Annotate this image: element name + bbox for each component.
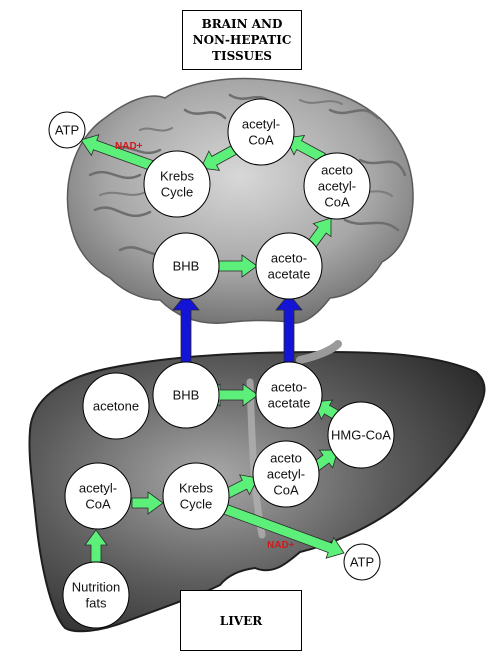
node-label-line: BHB [173,259,200,274]
node-circle [152,361,220,429]
node-label-line: acetyl- [242,117,280,132]
node-atp-brain: ATP [48,111,86,149]
node-acetyl-coa-liver: acetyl-CoA [64,462,132,530]
node-circle [152,232,220,300]
node-label-line: aceto [321,163,353,178]
node-acetone: acetone [82,372,150,440]
node-label-line: acetyl- [318,179,356,194]
node-label-line: HMG-CoA [331,428,391,443]
blue-arrow-acetoacetate [275,293,303,363]
node-label-line: acetyl- [267,467,305,482]
node-circle [252,440,320,508]
node-bhb-liver: BHB [152,361,220,429]
node-label-line: Nutrition [72,580,120,595]
node-circle [255,232,323,300]
node-label-line: Cycle [180,497,213,512]
arrow-acetoacetate-to-acetoacetylcoa-brain [307,217,332,248]
node-label-line: aceto [270,451,302,466]
node-acetoacetate-brain: aceto-acetate [255,232,323,300]
node-circle [143,150,211,218]
node-label-line: BHB [173,388,200,403]
brain-title-line-1: BRAIN AND [201,17,283,31]
node-circle [255,361,323,429]
arrow-krebs-to-atp-liver [219,502,345,559]
node-bhb-brain: BHB [152,232,220,300]
node-label-line: ATP [55,123,79,138]
node-acetyl-coa-brain: acetyl-CoA [227,98,295,166]
liver-title-box: LIVER [180,590,302,651]
node-circle [327,401,395,469]
brain-title-box: BRAIN AND NON-HEPATIC TISSUES [182,10,302,70]
node-label-line: ATP [350,555,374,570]
brain-title-line-3: TISSUES [212,49,272,63]
node-label-line: Krebs [179,481,213,496]
node-label-line: acetate [268,396,311,411]
blue-arrow-bhb [172,293,200,363]
node-label-line: aceto- [271,380,307,395]
node-circle [48,111,86,149]
node-acetoacetate-liver: aceto-acetate [255,361,323,429]
arrow-acetylcoa-to-krebs-liver [131,491,164,515]
liver-title: LIVER [219,613,263,628]
node-label-line: Cycle [161,185,194,200]
nad-label-liver: NAD+ [267,540,295,551]
node-hmg-coa: HMG-CoA [327,401,395,469]
node-circle [162,462,230,530]
node-label-line: CoA [324,195,350,210]
node-circle [82,372,150,440]
node-label-line: Krebs [160,169,194,184]
brain-title-line-2: NON-HEPATIC [192,33,292,47]
node-circle [343,543,381,581]
arrow-krebs-to-atp-brain [80,134,156,172]
node-label-line: acetone [93,399,139,414]
arrow-nutrition-to-acetylcoa-liver [84,529,108,563]
node-circle [62,561,130,629]
arrow-bhb-to-acetoacetate-brain [218,254,258,278]
node-circle [227,98,295,166]
nad-label-brain: NAD+ [115,141,143,152]
node-circle [64,462,132,530]
node-label-line: CoA [85,497,111,512]
node-label-line: CoA [273,483,299,498]
node-label-line: CoA [248,133,274,148]
node-circle [303,152,371,220]
node-atp-liver: ATP [343,543,381,581]
node-label-line: fats [86,596,107,611]
node-label-line: acetyl- [79,481,117,496]
node-label-line: acetate [268,267,311,282]
node-label-line: aceto- [271,251,307,266]
